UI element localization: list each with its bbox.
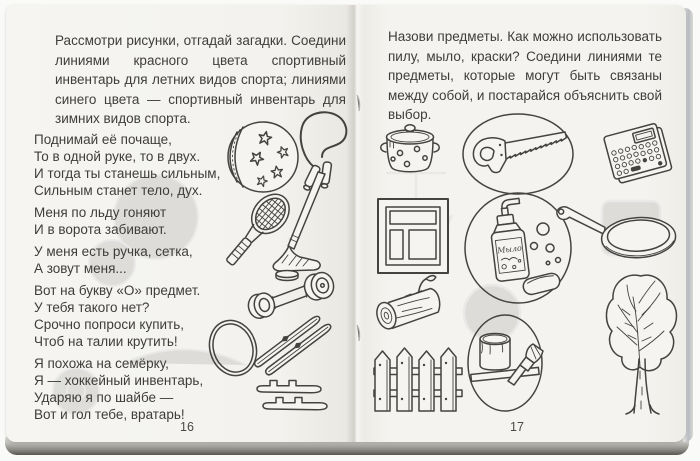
- riddle-line: Меня по льду гоняют: [34, 205, 167, 220]
- riddle-line: Чтоб на талии крутить!: [34, 334, 178, 349]
- riddle-line: Вот на букву «О» предмет.: [34, 283, 201, 298]
- riddle-line: И в ворота забивают.: [34, 222, 167, 237]
- hoop-illustration: [204, 315, 262, 381]
- riddle-line: У меня есть ручка, сетка,: [34, 244, 193, 259]
- riddle-line: Я похожа на семёрку,: [34, 356, 169, 371]
- riddle-5: Я похожа на семёрку, Я — хоккейный инвен…: [34, 355, 220, 423]
- riddle-line: То в одной руке, то в двух.: [34, 149, 201, 164]
- riddle-line: Поднимай её почаще,: [34, 132, 172, 147]
- soap-label-text: Мыло: [496, 243, 523, 255]
- right-page-number: 17: [510, 420, 524, 434]
- skate-blades-illustration: [253, 377, 333, 413]
- riddles: Поднимай её почаще, То в одной руке, то …: [34, 131, 220, 428]
- tree-illustration: [600, 271, 682, 419]
- hockey-stick-and-puck-illustration: [262, 169, 332, 282]
- book-gutter: [346, 5, 364, 442]
- tennis-racket-illustration: [216, 181, 302, 276]
- riddle-2: Меня по льду гоняют И в ворота забивают.: [34, 204, 220, 238]
- right-page: Назови предметы. Как можно использовать …: [354, 5, 686, 442]
- left-page: Рассмотри рисунки, отгадай загадки. Соед…: [6, 5, 354, 442]
- riddle-line: Сильным станет тело, дух.: [34, 183, 203, 198]
- calculator-illustration: [600, 121, 674, 187]
- log-illustration: [372, 274, 448, 341]
- right-intro-text: Назови предметы. Как можно использовать …: [388, 29, 662, 122]
- riddle-line: Вот и гол тебе, вратарь!: [34, 407, 185, 422]
- riddle-line: Срочно попроси купить,: [34, 317, 185, 332]
- window-illustration: [376, 197, 450, 275]
- frying-pan-illustration: [552, 197, 678, 267]
- saw-illustration: [460, 111, 576, 197]
- riddle-4: Вот на букву «О» предмет. У тебя такого …: [34, 282, 220, 350]
- riddle-3: У меня есть ручка, сетка, А зовут меня..…: [34, 243, 220, 277]
- riddle-line: У тебя такого нет?: [34, 300, 150, 315]
- riddle-line: А зовут меня...: [34, 261, 127, 276]
- left-page-number: 16: [180, 420, 194, 434]
- riddle-line: Я — хоккейный инвентарь,: [34, 373, 204, 388]
- riddle-1: Поднимай её почаще, То в одной руке, то …: [34, 131, 220, 199]
- page-edge: [683, 8, 693, 442]
- dumbbell-illustration: [244, 271, 336, 321]
- soap-illustration: Мыло: [462, 189, 574, 307]
- paint-and-brush-illustration: [466, 313, 544, 413]
- riddle-line: И тогда ты станешь сильным,: [34, 166, 221, 181]
- riddle-line: Ударяю я по шайбе —: [34, 390, 174, 405]
- left-intro-text: Рассмотри рисунки, отгадай загадки. Соед…: [55, 33, 346, 126]
- open-book: Рассмотри рисунки, отгадай загадки. Соед…: [6, 5, 686, 442]
- fence-illustration: [372, 341, 464, 417]
- ball-illustration: [220, 116, 302, 198]
- skis-illustration: [247, 313, 333, 381]
- saucepan-illustration: [378, 123, 442, 179]
